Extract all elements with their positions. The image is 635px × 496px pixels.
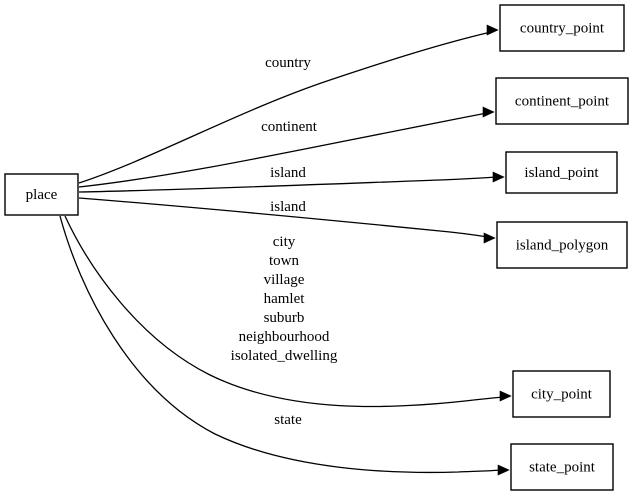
edge-label-line: isolated_dwelling: [231, 348, 338, 364]
node-label-country_point: country_point: [520, 20, 605, 36]
edge-label-line: state: [274, 412, 302, 428]
node-label-state_point: state_point: [529, 459, 596, 475]
node-label-city_point: city_point: [531, 386, 593, 402]
edge-label-line: island: [270, 165, 306, 181]
node-box-island_point[interactable]: [505, 151, 618, 194]
node-city_point[interactable]: city_point: [512, 370, 611, 418]
node-box-continent_point[interactable]: [495, 77, 629, 125]
edge-place-country-point: [78, 24, 499, 184]
edge-label-line: neighbourhood: [239, 329, 330, 345]
edge-label-line: country: [265, 55, 311, 71]
edge-place-island-polygon: [78, 197, 496, 244]
arrowhead-icon: [497, 464, 510, 476]
edge-place-island-point: [78, 171, 505, 193]
nodes-layer: place country_point continent_point island_…: [4, 4, 629, 491]
edge-place-state-point-line: [59, 215, 503, 474]
arrowhead-icon: [483, 232, 496, 244]
node-box-state_point[interactable]: [510, 443, 614, 491]
edge-place-island-point-line: [78, 176, 498, 193]
edge-place-island-polygon-label: island: [270, 199, 306, 215]
node-island_point[interactable]: island_point: [505, 151, 618, 194]
node-box-place[interactable]: [4, 173, 79, 216]
node-place[interactable]: place: [4, 173, 79, 216]
node-country_point[interactable]: country_point: [499, 4, 625, 52]
edge-place-continent-point-label: continent: [261, 119, 318, 135]
edge-label-line: city: [273, 234, 296, 250]
edge-place-state-point: [59, 215, 510, 476]
edge-label-line: village: [264, 272, 305, 288]
edge-place-country-point-label: country: [265, 55, 311, 71]
edge-place-island-polygon-line: [78, 197, 489, 238]
arrowhead-icon: [482, 106, 495, 118]
edge-label-line: hamlet: [264, 291, 306, 307]
node-label-place: place: [26, 187, 58, 203]
node-label-island_polygon: island_polygon: [516, 237, 609, 253]
node-continent_point[interactable]: continent_point: [495, 77, 629, 125]
edge-place-island-point-label: island: [270, 165, 306, 181]
edge-label-line: continent: [261, 119, 318, 135]
node-box-country_point[interactable]: [499, 4, 625, 52]
node-label-continent_point: continent_point: [515, 93, 610, 109]
node-label-island_point: island_point: [524, 165, 599, 181]
edge-place-state-point-label: state: [274, 412, 302, 428]
edge-label-line: island: [270, 199, 306, 215]
edge-label-line: suburb: [264, 310, 305, 326]
edge-place-city-point-label: city town village hamlet suburb neighbourhood…: [231, 234, 338, 364]
edge-place-city-point-line: [64, 215, 505, 408]
arrowhead-icon: [486, 24, 499, 36]
arrowhead-icon: [492, 171, 505, 183]
edge-label-line: town: [269, 253, 300, 269]
node-state_point[interactable]: state_point: [510, 443, 614, 491]
node-box-island_polygon[interactable]: [496, 221, 628, 269]
edges-layer: [59, 24, 512, 476]
node-island_polygon[interactable]: island_polygon: [496, 221, 628, 269]
node-box-city_point[interactable]: [512, 370, 611, 418]
edge-labels-layer: country continent island island city town vill…: [231, 55, 338, 428]
arrowhead-icon: [499, 390, 512, 402]
edge-place-continent-point-line: [78, 112, 488, 188]
edge-place-country-point-line: [78, 31, 492, 184]
edge-place-city-point: [64, 215, 512, 408]
edge-place-continent-point: [78, 106, 495, 188]
